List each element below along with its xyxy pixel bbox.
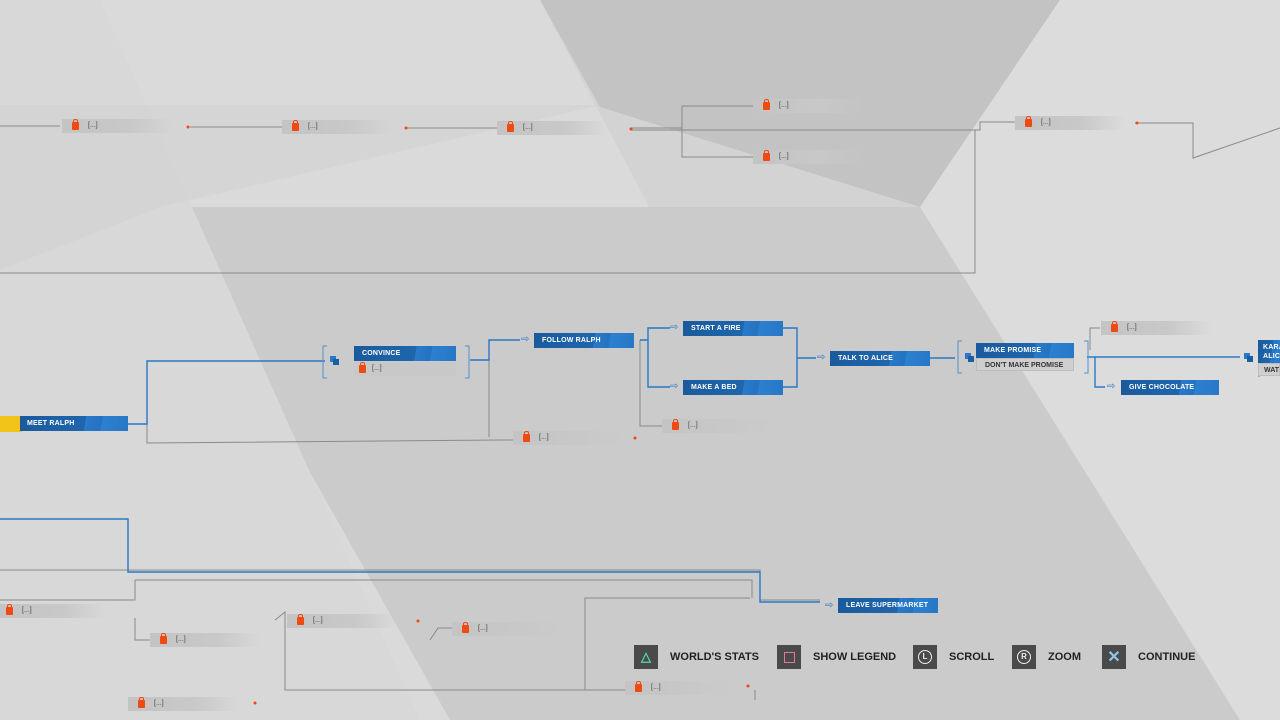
choice-icon [1244, 353, 1254, 363]
meet-ralph-highlight [0, 416, 22, 432]
arrow-icon: ⇨ [521, 334, 530, 345]
left-stick-icon: L [913, 645, 937, 669]
square-icon [777, 645, 801, 669]
locked-node[interactable]: [...] [662, 419, 772, 433]
locked-label: [...] [88, 122, 98, 129]
locked-label: [...] [372, 365, 382, 372]
node-talk-to-alice[interactable]: TALK TO ALICE [830, 351, 930, 366]
arrow-icon: ⇨ [817, 352, 826, 363]
locked-node[interactable]: [...] [62, 119, 172, 133]
locked-node[interactable]: [...] [452, 622, 562, 636]
locked-node[interactable]: [...] [0, 604, 106, 618]
control-label: SCROLL [949, 651, 995, 663]
node-convince[interactable]: CONVINCE [354, 346, 456, 361]
locked-node[interactable]: [...] [282, 120, 392, 134]
node-kara-alice-sub[interactable]: WATC [1258, 363, 1280, 376]
lock-icon [523, 431, 530, 442]
triangle-icon: △ [634, 645, 658, 669]
locked-node[interactable]: [...] [354, 362, 456, 376]
lock-icon [160, 633, 167, 644]
lock-icon [72, 119, 79, 130]
control-zoom[interactable]: R ZOOM [1012, 645, 1081, 669]
right-stick-icon: R [1012, 645, 1036, 669]
control-label: CONTINUE [1138, 651, 1196, 663]
lock-icon [6, 604, 13, 615]
locked-node[interactable]: [...] [128, 697, 238, 711]
node-start-a-fire[interactable]: START A FIRE [683, 321, 783, 336]
locked-node[interactable]: [...] [513, 431, 623, 445]
lock-icon [462, 622, 469, 633]
locked-node[interactable]: [...] [1015, 116, 1125, 130]
locked-node[interactable]: [...] [625, 681, 735, 695]
cross-icon: ✕ [1102, 645, 1126, 669]
locked-label: [...] [1041, 119, 1051, 126]
lock-icon [297, 614, 304, 625]
lock-icon [672, 419, 679, 430]
locked-node[interactable]: [...] [150, 633, 260, 647]
arrow-icon: ⇨ [1107, 381, 1116, 392]
locked-label: [...] [313, 617, 323, 624]
node-make-promise[interactable]: MAKE PROMISE [976, 343, 1074, 358]
choice-icon [965, 353, 975, 363]
control-label: SHOW LEGEND [813, 651, 897, 663]
control-label: ZOOM [1048, 651, 1081, 663]
lock-icon [138, 697, 145, 708]
locked-label: [...] [651, 684, 661, 691]
locked-node[interactable]: [...] [753, 150, 863, 164]
node-make-a-bed[interactable]: MAKE A BED [683, 380, 783, 395]
control-scroll[interactable]: L SCROLL [913, 645, 994, 669]
arrow-icon: ⇨ [670, 381, 679, 392]
control-continue[interactable]: ✕ CONTINUE [1102, 645, 1195, 669]
locked-label: [...] [308, 123, 318, 130]
locked-label: [...] [539, 434, 549, 441]
node-meet-ralph[interactable]: MEET RALPH [20, 416, 128, 431]
lock-icon [763, 99, 770, 110]
locked-label: [...] [22, 607, 32, 614]
locked-node[interactable]: [...] [497, 121, 607, 135]
node-leave-supermarket[interactable]: LEAVE SUPERMARKET [838, 598, 938, 613]
lock-icon [635, 681, 642, 692]
lock-icon [292, 120, 299, 131]
lock-icon [1025, 116, 1032, 127]
locked-label: [...] [688, 422, 698, 429]
control-show-legend[interactable]: SHOW LEGEND [777, 645, 896, 669]
locked-label: [...] [779, 102, 789, 109]
locked-label: [...] [154, 700, 164, 707]
lock-icon [507, 121, 514, 132]
lock-icon [763, 150, 770, 161]
locked-label: [...] [176, 636, 186, 643]
lock-icon [1111, 321, 1118, 332]
node-dont-make-promise[interactable]: DON'T MAKE PROMISE [976, 358, 1074, 371]
control-worlds-stats[interactable]: △ WORLD'S STATS [634, 645, 759, 669]
node-follow-ralph[interactable]: FOLLOW RALPH [534, 333, 634, 348]
locked-label: [...] [779, 153, 789, 160]
control-label: WORLD'S STATS [670, 651, 759, 663]
locked-label: [...] [1127, 324, 1137, 331]
arrow-icon: ⇨ [825, 600, 834, 611]
locked-label: [...] [478, 625, 488, 632]
lock-icon [359, 362, 366, 373]
locked-label: [...] [523, 124, 533, 131]
locked-node[interactable]: [...] [287, 614, 397, 628]
arrow-icon: ⇨ [670, 322, 679, 333]
locked-node[interactable]: [...] [753, 99, 863, 113]
node-give-chocolate[interactable]: GIVE CHOCOLATE [1121, 380, 1219, 395]
choice-icon [330, 356, 340, 366]
locked-node[interactable]: [...] [1101, 321, 1211, 335]
